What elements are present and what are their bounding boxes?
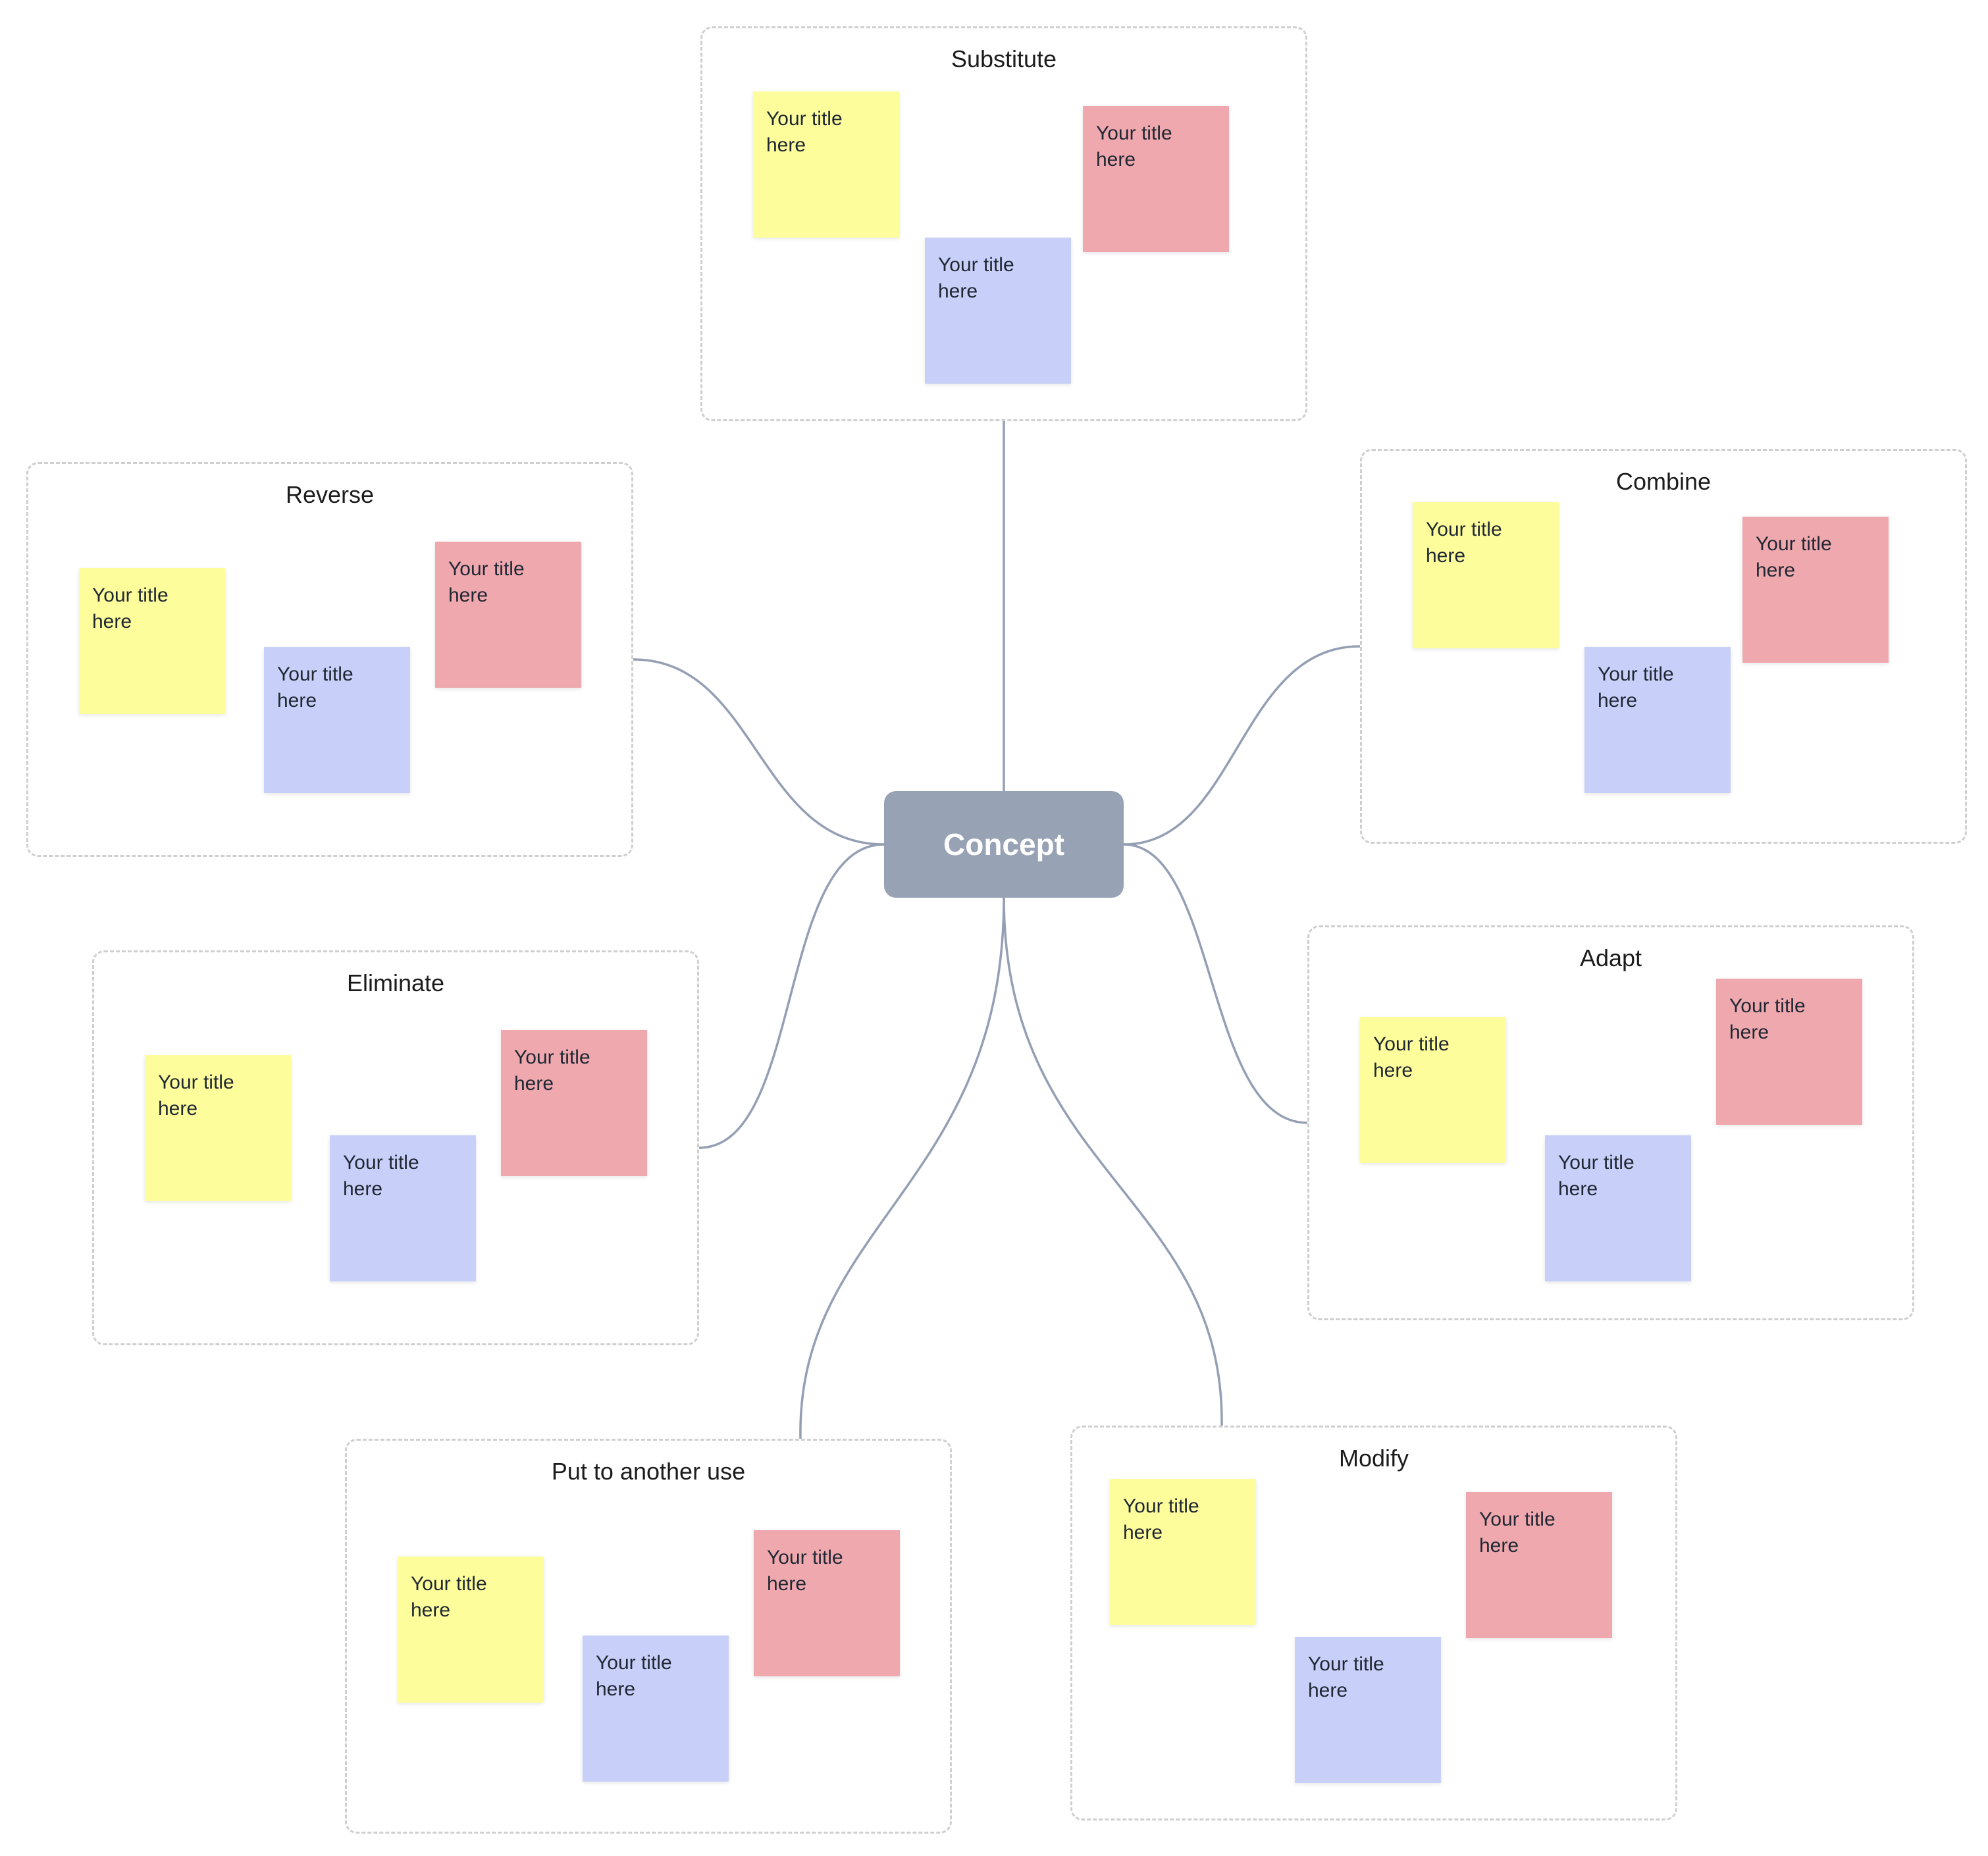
sticky-note-blue[interactable]: Your title here (925, 238, 1071, 384)
group-put-to-another-use: Put to another use Your title here Your … (345, 1439, 952, 1834)
central-concept-node[interactable]: Concept (884, 791, 1124, 898)
sticky-note-blue[interactable]: Your title here (264, 647, 410, 793)
sticky-note-blue[interactable]: Your title here (330, 1135, 476, 1281)
note-text: Your title here (767, 1547, 843, 1595)
connector-modify (1003, 897, 1223, 1426)
connector-combine (1123, 645, 1361, 846)
sticky-note-yellow[interactable]: Your title here (79, 568, 225, 714)
sticky-note-yellow[interactable]: Your title here (1360, 1017, 1506, 1163)
note-text: Your title here (1373, 1033, 1450, 1081)
sticky-note-blue[interactable]: Your title here (1295, 1637, 1441, 1783)
note-text: Your title here (411, 1573, 487, 1621)
group-eliminate: Eliminate Your title here Your title her… (92, 950, 699, 1345)
note-text: Your title here (1308, 1653, 1384, 1701)
sticky-note-red[interactable]: Your title here (1083, 106, 1229, 252)
note-text: Your title here (766, 108, 843, 156)
note-text: Your title here (1756, 533, 1832, 581)
note-text: Your title here (1123, 1495, 1199, 1543)
note-text: Your title here (1558, 1152, 1635, 1200)
sticky-note-yellow[interactable]: Your title here (1110, 1479, 1256, 1625)
group-title-adapt[interactable]: Adapt (1579, 944, 1642, 971)
note-text: Your title here (1479, 1508, 1556, 1557)
connector-reverse (633, 658, 885, 846)
group-modify: Modify Your title here Your title here Y… (1070, 1426, 1677, 1820)
note-text: Your title here (1729, 995, 1806, 1043)
note-text: Your title here (343, 1152, 419, 1200)
note-text: Your title here (92, 584, 169, 632)
central-concept-label: Concept (943, 827, 1064, 862)
sticky-note-red[interactable]: Your title here (435, 542, 581, 688)
note-text: Your title here (514, 1046, 590, 1095)
group-reverse: Reverse Your title here Your title here … (26, 462, 633, 857)
note-text: Your title here (1598, 663, 1674, 711)
group-substitute: Substitute Your title here Your title he… (700, 26, 1307, 421)
note-text: Your title here (1426, 519, 1502, 567)
sticky-note-blue[interactable]: Your title here (1545, 1135, 1691, 1281)
sticky-note-blue[interactable]: Your title here (1584, 647, 1731, 793)
group-title-modify[interactable]: Modify (1338, 1445, 1409, 1472)
sticky-note-red[interactable]: Your title here (1466, 1492, 1612, 1638)
group-title-reverse[interactable]: Reverse (285, 481, 375, 508)
note-text: Your title here (938, 254, 1014, 302)
sticky-note-yellow[interactable]: Your title here (1413, 502, 1559, 648)
sticky-note-red[interactable]: Your title here (1742, 517, 1889, 663)
sticky-note-red[interactable]: Your title here (754, 1530, 900, 1676)
note-text: Your title here (158, 1071, 234, 1120)
sticky-note-red[interactable]: Your title here (501, 1030, 647, 1176)
sticky-note-yellow[interactable]: Your title here (145, 1055, 291, 1201)
sticky-note-blue[interactable]: Your title here (583, 1636, 729, 1782)
connector-eliminate (698, 843, 885, 1149)
group-combine: Combine Your title here Your title here … (1360, 449, 1967, 844)
note-text: Your title here (277, 663, 353, 711)
group-title-combine[interactable]: Combine (1615, 468, 1712, 495)
connector-adapt (1123, 843, 1308, 1124)
sticky-note-yellow[interactable]: Your title here (753, 91, 899, 238)
sticky-note-red[interactable]: Your title here (1716, 979, 1862, 1125)
note-text: Your title here (448, 558, 525, 606)
connector-put-to-another-use (799, 897, 1005, 1439)
note-text: Your title here (596, 1652, 672, 1700)
group-title-eliminate[interactable]: Eliminate (346, 969, 445, 996)
group-adapt: Adapt Your title here Your title here Yo… (1307, 925, 1914, 1320)
note-text: Your title here (1096, 122, 1172, 170)
group-title-substitute[interactable]: Substitute (951, 45, 1057, 72)
sticky-note-yellow[interactable]: Your title here (398, 1557, 544, 1703)
group-title-put-to-another-use[interactable]: Put to another use (551, 1458, 746, 1485)
